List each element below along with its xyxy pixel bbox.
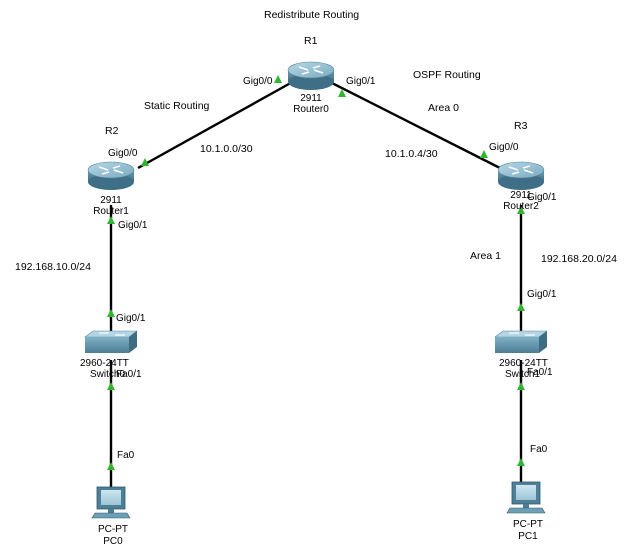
pc-model-pc0: PC-PT — [98, 524, 128, 535]
lan-left-label: 192.168.10.0/24 — [15, 261, 91, 273]
port-label-sw0-gig01: Gig0/1 — [116, 313, 146, 324]
network-r1-r2-label: 10.1.0.0/30 — [200, 143, 253, 155]
port-up-icon — [517, 303, 525, 311]
port-indicators — [107, 75, 525, 470]
router-model-r2: 2911 — [100, 195, 122, 206]
port-label-pc0-fa0: Fa0 — [117, 450, 135, 461]
diagram-title: Redistribute Routing — [264, 9, 360, 21]
port-up-icon — [517, 206, 525, 214]
port-up-icon — [107, 462, 115, 470]
switch-device-right: Switch1 — [505, 369, 541, 380]
port-up-icon — [107, 309, 115, 317]
port-label-r3-gig00: Gig0/0 — [489, 142, 519, 153]
router-device-r3: Router2 — [503, 201, 539, 212]
port-up-icon — [517, 382, 525, 390]
port-label-sw1-gig01: Gig0/1 — [527, 289, 557, 300]
router-icon[interactable] — [87, 161, 135, 190]
port-up-icon — [338, 89, 346, 97]
pc-device-pc0: PC0 — [103, 536, 123, 547]
port-label-r2-gig01: Gig0/1 — [118, 220, 148, 231]
port-label-sw0-fa01: Fa0/1 — [116, 369, 142, 380]
port-label-r1-gig01: Gig0/1 — [346, 76, 376, 87]
area0-label: Area 0 — [428, 102, 459, 114]
port-up-icon — [274, 75, 282, 83]
lan-right-label: 192.168.20.0/24 — [541, 253, 617, 265]
switch-model-left: 2960-24TT — [80, 358, 129, 369]
switch-icon[interactable] — [84, 330, 138, 353]
port-up-icon — [141, 158, 149, 166]
switch-model-right: 2960-24TT — [499, 358, 548, 369]
router-model-r3: 2911 — [510, 190, 532, 201]
switch-device-left: Switch0 — [90, 369, 126, 380]
router-model-r1: 2911 — [300, 93, 322, 104]
pc-icon[interactable] — [506, 481, 546, 514]
router-device-r1: Router0 — [293, 104, 329, 115]
network-r1-r3-label: 10.1.0.4/30 — [385, 148, 438, 160]
router-name-r3: R3 — [514, 120, 528, 132]
pc-model-pc1: PC-PT — [513, 519, 543, 530]
port-label-r1-gig00: Gig0/0 — [243, 76, 273, 87]
router-icon[interactable] — [287, 61, 335, 90]
port-label-r2-gig00: Gig0/0 — [108, 148, 138, 159]
router-icon[interactable] — [497, 161, 545, 190]
port-up-icon — [517, 458, 525, 466]
area1-label: Area 1 — [470, 250, 501, 262]
port-label-pc1-fa0: Fa0 — [530, 444, 548, 455]
port-label-sw1-fa01: Fa0/1 — [527, 367, 553, 378]
router-name-r1: R1 — [304, 35, 318, 47]
switch-icon[interactable] — [494, 330, 548, 353]
static-routing-label: Static Routing — [144, 100, 210, 112]
port-up-icon — [480, 150, 488, 158]
link-r1-r3[interactable] — [325, 78, 501, 170]
ospf-routing-label: OSPF Routing — [413, 69, 481, 81]
port-up-icon — [107, 216, 115, 224]
port-label-r3-gig01: Gig0/1 — [527, 192, 557, 203]
pc-icon[interactable] — [91, 486, 131, 519]
links — [109, 78, 523, 488]
pc-device-pc1: PC1 — [518, 531, 538, 542]
port-up-icon — [107, 382, 115, 390]
router-name-r2: R2 — [105, 125, 119, 137]
router-device-r2: Router1 — [93, 206, 129, 217]
link-r1-r2[interactable] — [137, 78, 297, 170]
